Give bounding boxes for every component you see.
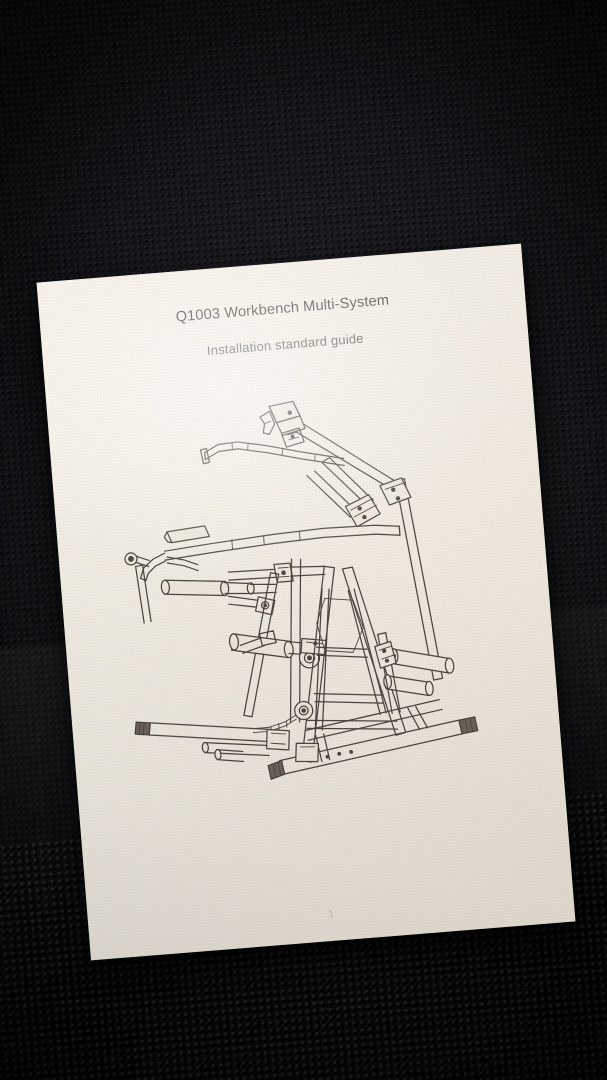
assembly-diagram [93,374,526,835]
paper-sheet: Q1003 Workbench Multi-System Installatio… [36,243,576,961]
manual-page: Q1003 Workbench Multi-System Installatio… [36,243,576,961]
